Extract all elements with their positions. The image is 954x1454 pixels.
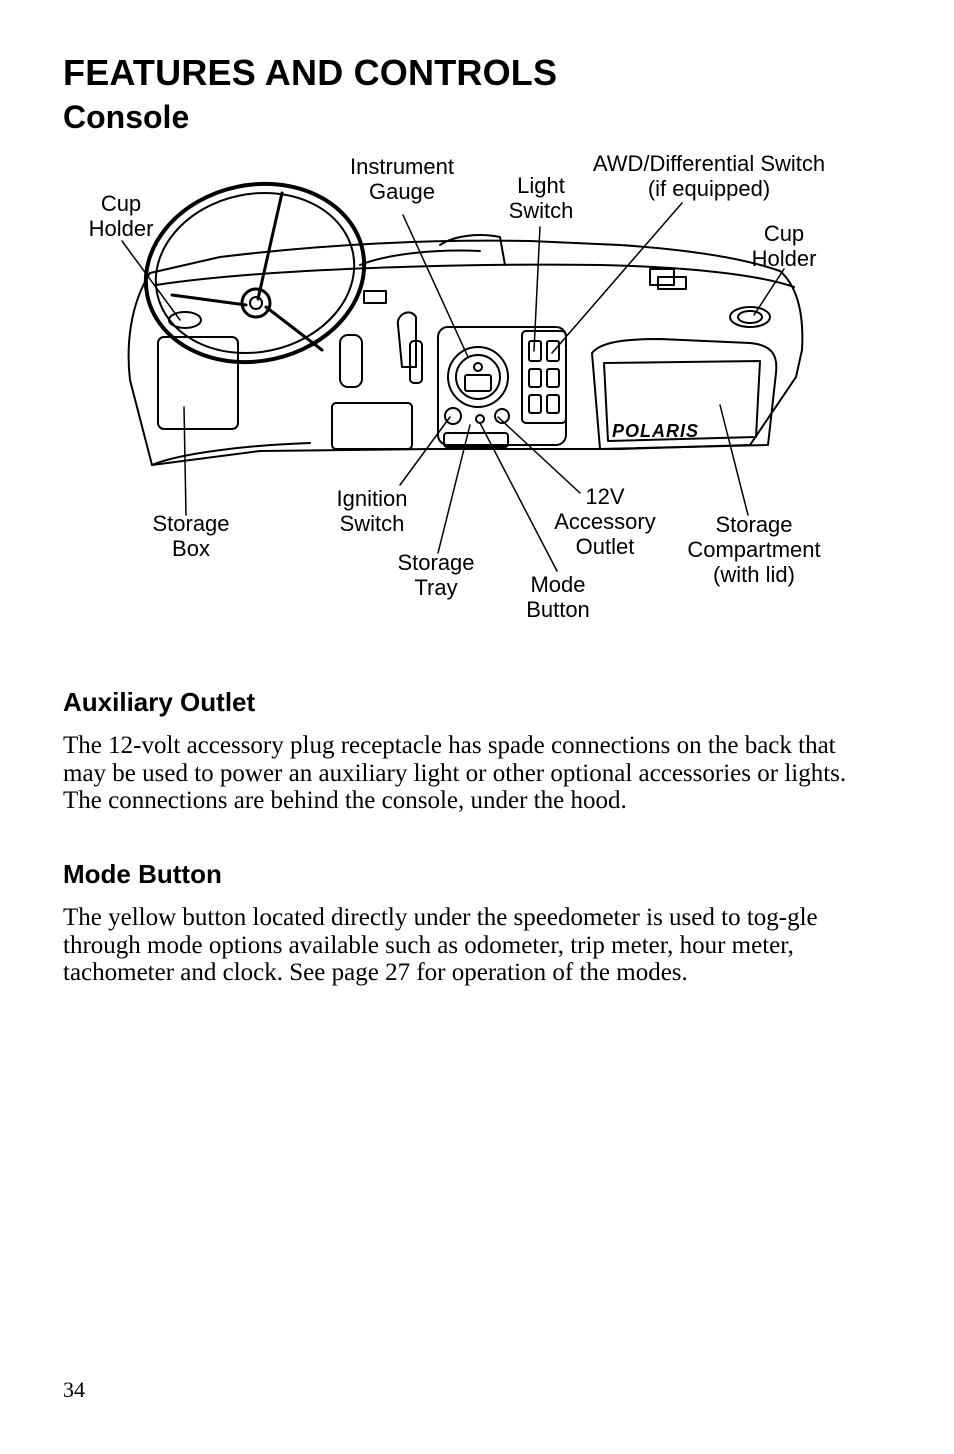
section-title-console: Console [63,99,190,135]
label-storage-compartment: Storage Compartment (with lid) [687,512,821,587]
page-number: 34 [63,1377,85,1402]
steering-hub [240,287,272,319]
storage-tray-shape [443,432,509,448]
polaris-logo: POLARIS [612,421,699,441]
label-cup-holder-right: Cup Holder [751,221,817,271]
console-diagram: POLARIS Cup Holder Instrument Gauge Ligh… [60,145,890,635]
label-cup-holder-left: Cup Holder [88,191,154,241]
heading-auxiliary-outlet: Auxiliary Outlet [63,687,256,717]
right-cup-holder [729,306,771,328]
heading-mode-button: Mode Button [63,859,222,889]
paragraph-auxiliary-outlet: The 12-volt accessory plug receptacle ha… [63,732,847,814]
label-light-switch: Light Switch [508,173,574,223]
console-illustration: POLARIS [121,181,804,572]
steering-wheel [143,181,367,365]
label-mode-button: Mode Button [526,572,590,622]
outlet-knob [494,408,510,424]
label-storage-box: Storage Box [152,511,230,561]
page-title: FEATURES AND CONTROLS [63,52,558,93]
leader-lines [121,202,785,572]
paragraph-mode-button: The yellow button located directly under… [63,904,818,986]
label-ignition-switch: Ignition Switch [336,486,408,536]
label-awd-switch: AWD/Differential Switch (if equipped) [592,151,826,201]
shift-lever [396,311,417,368]
label-storage-tray: Storage Tray [397,550,475,600]
storage-compartment-shape [591,338,778,450]
left-cup-holder [168,311,202,329]
left-storage-box [157,336,239,430]
mode-button-dot [475,414,485,424]
speedometer [447,346,509,408]
ignition-key [444,407,462,425]
label-instrument-gauge: Instrument Gauge [350,154,454,204]
switch-bank [521,330,567,424]
label-12v-outlet: 12V Accessory Outlet [554,484,656,559]
